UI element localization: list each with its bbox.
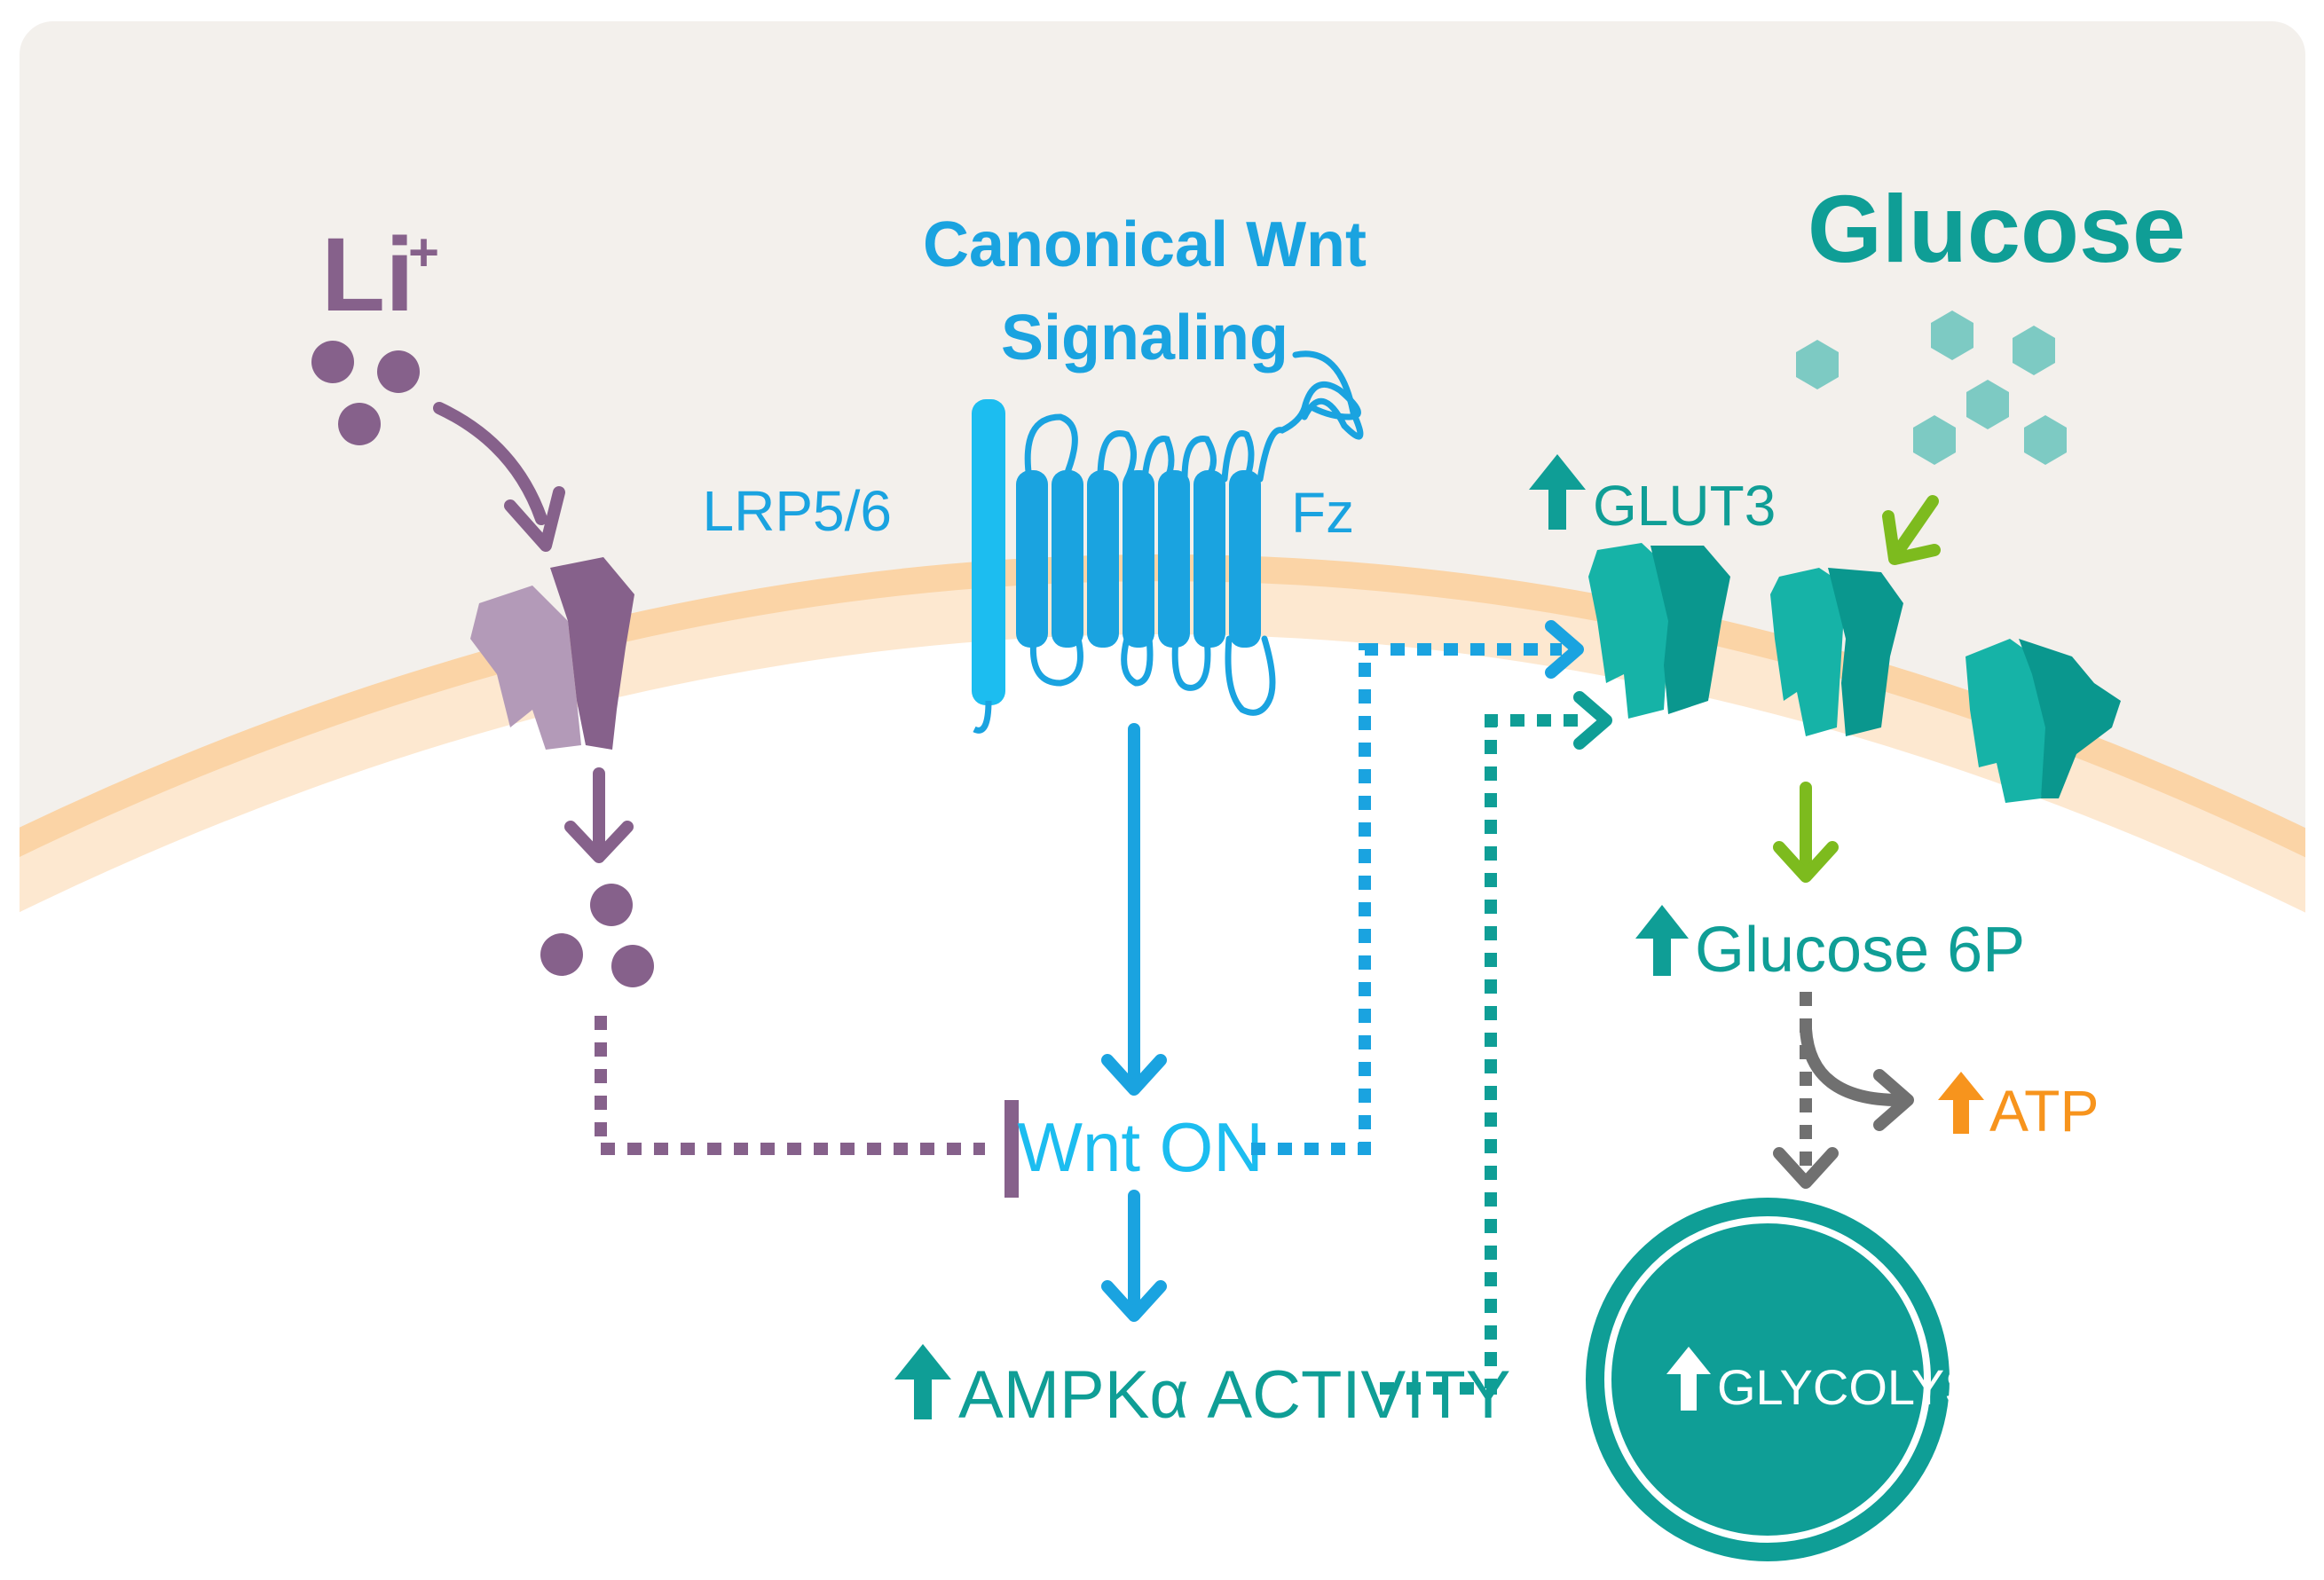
lithium-ions-inside <box>540 884 654 987</box>
up-arrow-icon <box>1938 1072 1984 1134</box>
ampk-activity: AMPKα ACTIVITY <box>894 1344 1510 1433</box>
glut3-transporter-icon <box>1588 543 2121 803</box>
lithium-text: Li <box>321 216 414 334</box>
glucose-molecules <box>1796 310 2067 465</box>
up-arrow-icon <box>1666 1347 1711 1411</box>
lithium-channel-icon <box>470 557 634 750</box>
glucose6p-label: Glucose 6P <box>1695 915 2025 986</box>
glut3-label-group: GLUT3 <box>1529 454 1776 538</box>
transport-down-arrow <box>1773 782 1839 883</box>
up-arrow-icon <box>1635 905 1689 976</box>
lithium-inhibits-wnt-line <box>595 1016 1019 1198</box>
wnt-on-label: Wnt ON <box>1017 1108 1263 1186</box>
glycolysis-circle: GLYCOLYSIS <box>1586 1198 2025 1561</box>
wnt-title: Canonical Wnt Signaling <box>923 209 1367 373</box>
glucose-title: Glucose <box>1808 175 2186 282</box>
wnt-to-ampk-arrow <box>1101 1190 1167 1322</box>
glut3-label: GLUT3 <box>1593 474 1776 538</box>
receptor-to-wnt-arrow <box>1101 723 1167 1096</box>
atp-group: ATP <box>1938 1072 2099 1144</box>
lrp-coreceptor-icon <box>972 399 1005 734</box>
glucose-uptake-arrow <box>1882 495 1941 565</box>
lithium-charge: + <box>408 223 439 282</box>
lithium-ions-outside <box>311 341 420 445</box>
wnt-title-line2: Signaling <box>1001 303 1288 373</box>
up-arrow-icon <box>1529 454 1586 530</box>
lithium-entry-arrow <box>433 402 565 552</box>
wnt-to-glut3-dotted-arrow <box>1251 620 1584 1155</box>
ampk-label: AMPKα ACTIVITY <box>958 1357 1510 1433</box>
ampk-to-glut3-dotted-arrow <box>1380 691 1612 1395</box>
atp-label: ATP <box>1989 1078 2099 1144</box>
wnt-title-line1: Canonical Wnt <box>923 209 1367 280</box>
lithium-inside-arrow <box>564 767 634 863</box>
fz-label: Fz <box>1291 481 1354 545</box>
glycolysis-label: GLYCOLYSIS <box>1717 1359 2025 1415</box>
g6p-to-atp-arrow <box>1800 1023 1914 1131</box>
g6p-to-glycolysis-arrow <box>1773 992 1839 1189</box>
glucose6p-group: Glucose 6P <box>1635 905 2025 986</box>
lithium-label: Li + <box>321 216 439 334</box>
lrp-label: LRP5/6 <box>703 479 892 543</box>
up-arrow-icon <box>894 1344 951 1419</box>
frizzled-receptor-icon <box>1016 350 1364 716</box>
